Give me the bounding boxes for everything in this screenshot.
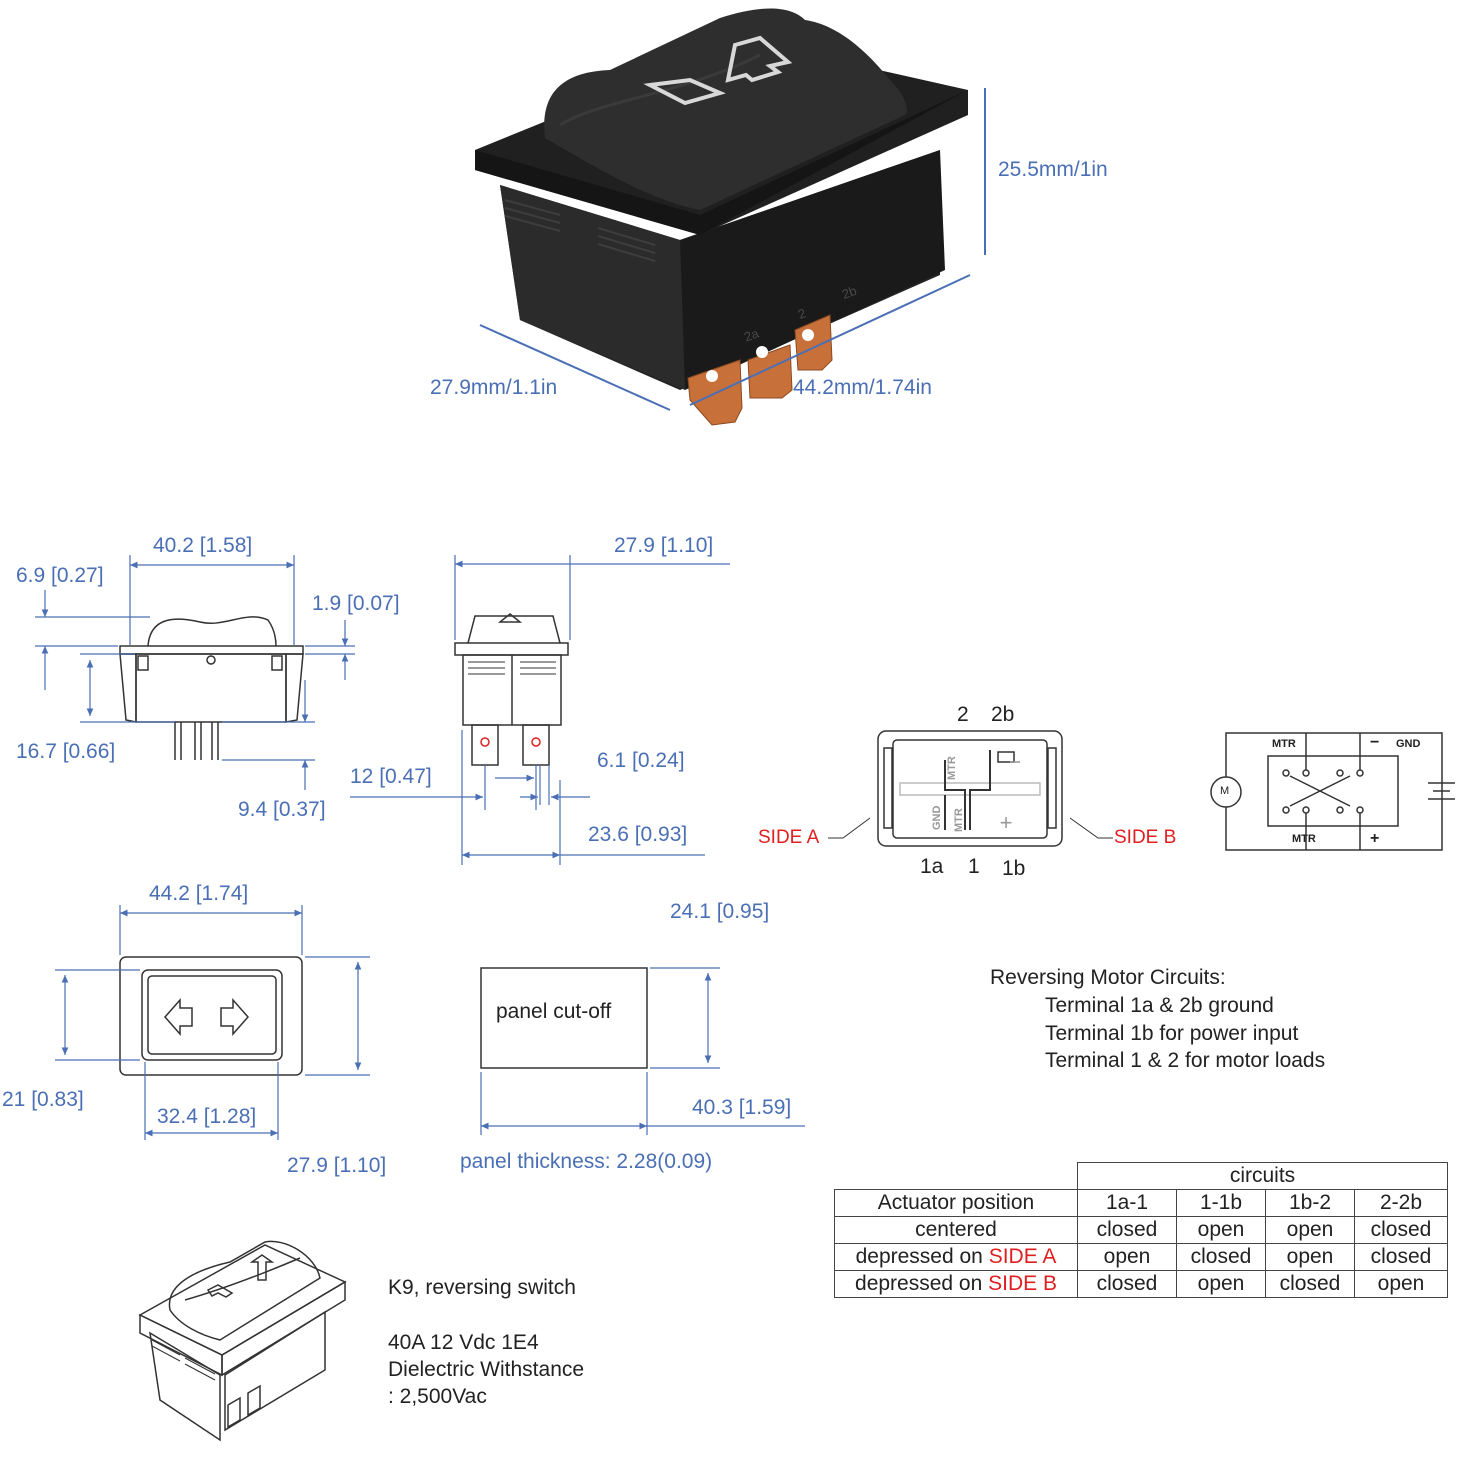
table-header-cell: Actuator position [834,1189,1078,1217]
notes-line-2: Terminal 1b for power input [1045,1022,1299,1045]
spec-voltage: : 2,500Vac [388,1385,487,1408]
switch-photo: 2a 2 2b [475,8,968,426]
arrow-icon [725,35,793,83]
side-a-label: SIDE A [758,827,820,848]
pin-2b-label: 2b [991,703,1015,726]
top-inner-label: 32.4 [1.28] [157,1105,257,1128]
pin-2-label: 2 [957,703,969,726]
table-header-cell: 1a-1 [1077,1189,1177,1217]
notes-line-3: Terminal 1 & 2 for motor loads [1045,1049,1326,1072]
end-view [454,613,569,766]
photo-depth-label: 27.9mm/1.1in [430,376,558,399]
row-prefix: depressed on [855,1245,989,1268]
terminal-mark-2b: 2b [840,283,859,302]
cutout-label: panel cut-off [496,1000,612,1023]
row-side: SIDE B [988,1272,1057,1295]
pin-1a-label: 1a [920,855,944,878]
top-outer-label: 27.9 [1.10] [287,1154,387,1177]
table-header-cell: 1b-2 [1265,1189,1355,1217]
schematic-gnd: GND [1396,738,1421,750]
side-body-label: 16.7 [0.66] [16,740,116,763]
photo-height-label: 25.5mm/1in [998,158,1108,181]
table-cell: closed [1077,1270,1177,1298]
table-cell: open [1265,1216,1355,1244]
row-prefix: depressed on [855,1272,989,1295]
table-row: centered closed open open closed [834,1216,1448,1244]
terminal-mark-2: 2 [796,305,808,322]
spec-name: K9, reversing switch [388,1276,576,1299]
side-view-dims [35,555,355,790]
side-top-label: 6.9 [0.27] [16,564,104,587]
circuit-table: circuits Actuator position 1a-1 1-1b 1b-… [834,1162,1448,1298]
row-side: SIDE A [988,1245,1057,1268]
row-prefix: centered [915,1218,997,1241]
table-group-header: circuits [1077,1162,1448,1190]
table-cell: closed [1354,1216,1448,1244]
end-width-label: 27.9 [1.10] [614,534,714,557]
svg-text:MTR: MTR [953,808,965,832]
table-cell: open [1265,1243,1355,1271]
top-view [119,956,303,1076]
table-header-cell: 1-1b [1176,1189,1266,1217]
side-width-label: 40.2 [1.58] [153,534,253,557]
svg-text:MTR: MTR [946,756,958,780]
table-header-row: Actuator position 1a-1 1-1b 1b-2 2-2b [834,1189,1448,1217]
pinout-marks: MTR GND MTR [931,756,965,832]
arrow-icon [643,77,726,106]
end-view-dims [350,555,730,865]
table-cell: open [1176,1216,1266,1244]
table-cell: closed [1265,1270,1355,1298]
schematic-mtr-top: MTR [1272,738,1296,750]
side-b-label: SIDE B [1114,827,1177,848]
svg-text:GND: GND [931,806,943,831]
cutout-view [480,967,805,1135]
schematic-plus: + [1370,830,1380,847]
pin-1-label: 1 [968,855,980,878]
table-cell: closed [1354,1243,1448,1271]
end-spacing-label: 12 [0.47] [350,765,432,788]
pin-1b-label: 1b [1002,857,1026,880]
notes-title: Reversing Motor Circuits: [990,966,1226,989]
table-cell: open [1077,1243,1177,1271]
schematic-minus: − [1370,734,1380,751]
end-base-label: 23.6 [0.93] [588,823,688,846]
table-row: depressed on SIDE B closed open closed o… [834,1270,1448,1298]
table-row: circuits [834,1162,1448,1190]
table-cell: closed [1077,1216,1177,1244]
photo-width-label: 44.2mm/1.74in [793,376,932,399]
top-height-label: 21 [0.83] [2,1088,84,1111]
panel-thickness-label: panel thickness: 2.28(0.09) [460,1150,713,1173]
motor-symbol: M [1220,785,1230,797]
cutout-width-label: 40.3 [1.59] [692,1096,792,1119]
top-view-dims [55,905,370,1140]
table-row: depressed on SIDE A open closed open clo… [834,1243,1448,1271]
spec-dielectric: Dielectric Withstance [388,1358,585,1381]
table-cell: open [1354,1270,1448,1298]
side-leaders [828,817,1113,839]
terminal-mark-2a: 2a [742,325,761,344]
spec-rating: 40A 12 Vdc 1E4 [388,1331,539,1354]
svg-text:+: + [1000,810,1013,835]
side-flange-label: 1.9 [0.07] [312,592,400,615]
switch-sketch [138,1240,347,1442]
schematic-mtr-bottom: MTR [1292,833,1316,845]
top-width-label: 44.2 [1.74] [149,882,249,905]
side-view [119,616,304,760]
table-header-cell: 2-2b [1354,1189,1448,1217]
end-tab-label: 6.1 [0.24] [597,749,685,772]
photo-dimension-lines [479,88,986,411]
pinout-diagram: + [877,730,1063,847]
table-cell: open [1176,1270,1266,1298]
cutout-height-label: 24.1 [0.95] [670,900,770,923]
schematic [1210,732,1455,851]
notes-line-1: Terminal 1a & 2b ground [1045,994,1274,1017]
table-cell: closed [1176,1243,1266,1271]
side-pins-label: 9.4 [0.37] [238,798,326,821]
